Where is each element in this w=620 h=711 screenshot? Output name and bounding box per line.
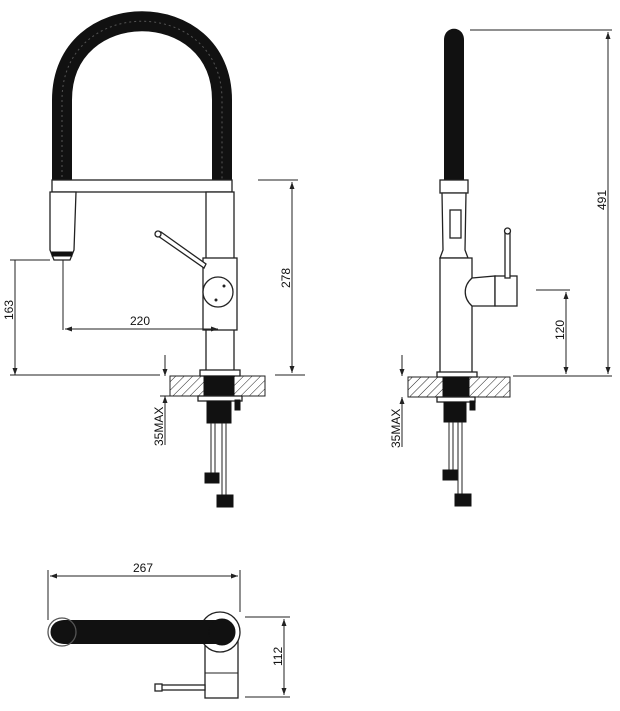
side-handle-housing [464, 275, 496, 307]
side-collar [439, 179, 469, 194]
side-body [439, 257, 473, 376]
front-lever [157, 231, 207, 269]
front-hose [52, 11, 232, 182]
side-lever [504, 231, 511, 279]
front-handle-knob [202, 276, 234, 308]
dim-267: 267 [133, 561, 153, 575]
front-spray-head [49, 191, 77, 261]
dim-220: 220 [130, 314, 150, 328]
top-lever [159, 684, 206, 691]
dim-491: 491 [595, 190, 609, 210]
dim-35max-side: 35MAX [389, 409, 403, 448]
front-view: 163 220 278 35MAX [2, 11, 305, 508]
top-hose [52, 620, 232, 644]
dim-112: 112 [271, 647, 285, 666]
top-view: 267 112 [47, 561, 290, 699]
side-hose [444, 28, 464, 180]
dim-278: 278 [279, 268, 293, 288]
front-crossbar [51, 179, 233, 193]
side-view: 491 120 35MAX [389, 28, 612, 507]
dim-120: 120 [553, 320, 567, 340]
dim-35max-front: 35MAX [152, 407, 166, 446]
dim-163: 163 [2, 300, 16, 320]
